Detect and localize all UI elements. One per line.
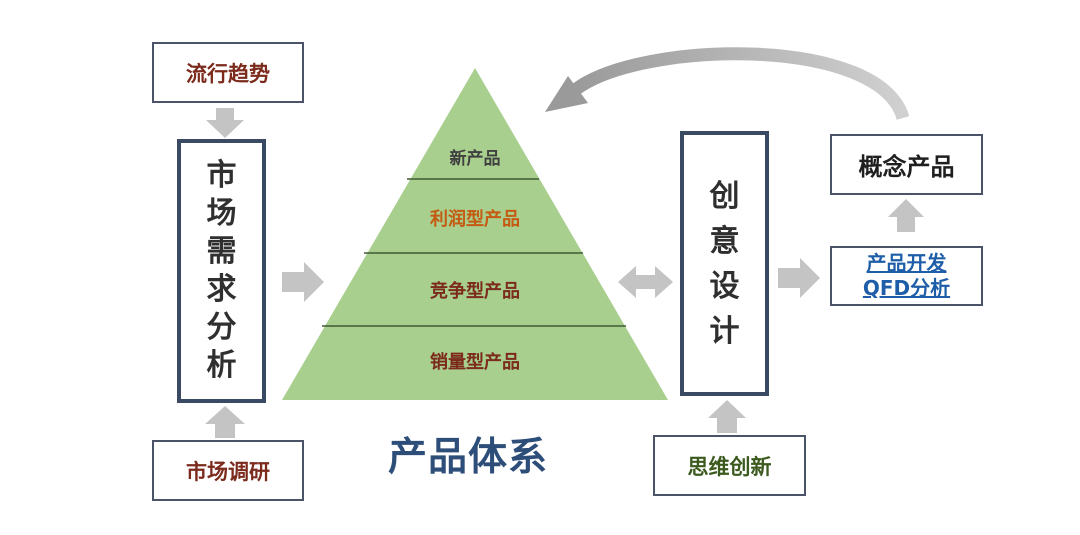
trend-box: 流行趋势 bbox=[152, 42, 304, 103]
arrow-down-trend bbox=[206, 108, 244, 138]
arrow-up-innovation bbox=[708, 400, 746, 433]
char-0: 创 bbox=[709, 178, 740, 214]
product-dev-line1: 产品开发 bbox=[866, 251, 947, 275]
char-3: 求 bbox=[206, 272, 237, 307]
char-1: 场 bbox=[206, 195, 237, 231]
char-0: 市 bbox=[206, 157, 237, 193]
pyramid-level-sales: 销量型产品 bbox=[430, 352, 520, 373]
pyramid-level-profit: 利润型产品 bbox=[430, 209, 520, 230]
char-2: 设 bbox=[709, 268, 740, 304]
market-research-label: 市场调研 bbox=[186, 459, 270, 484]
pyramid-level-new: 新产品 bbox=[449, 149, 501, 169]
curved-arrow-head bbox=[545, 76, 588, 112]
arrow-right-dev bbox=[778, 258, 820, 298]
pyramid-shape bbox=[282, 68, 668, 400]
pyramid-level-competitive: 竞争型产品 bbox=[430, 281, 520, 302]
arrow-double-design bbox=[618, 266, 673, 298]
pyramid-title: 产品体系 bbox=[388, 435, 549, 480]
product-dev-box: 产品开发 QFD分析 bbox=[830, 246, 983, 306]
creative-design-label: 创意设计 bbox=[710, 174, 740, 354]
curved-feedback-arrow bbox=[571, 47, 910, 121]
arrow-up-dev bbox=[888, 199, 924, 232]
concept-product-label: 概念产品 bbox=[858, 153, 955, 181]
trend-label: 流行趋势 bbox=[186, 61, 270, 86]
thinking-innovation-label: 思维创新 bbox=[687, 454, 772, 479]
arrow-right-analysis bbox=[282, 262, 324, 302]
char-4: 分 bbox=[206, 310, 237, 346]
arrow-up-research bbox=[205, 406, 245, 438]
thinking-innovation-box: 思维创新 bbox=[653, 435, 806, 496]
market-analysis-label: 市场需求分析 bbox=[207, 157, 237, 386]
market-research-box: 市场调研 bbox=[152, 440, 304, 501]
concept-product-box: 概念产品 bbox=[830, 134, 983, 195]
char-5: 析 bbox=[206, 348, 237, 384]
char-3: 计 bbox=[709, 313, 740, 349]
char-2: 需 bbox=[206, 233, 237, 269]
market-analysis-box: 市场需求分析 bbox=[177, 139, 266, 403]
product-dev-line2: QFD分析 bbox=[862, 276, 951, 300]
creative-design-box: 创意设计 bbox=[680, 131, 769, 396]
char-1: 意 bbox=[709, 223, 740, 259]
